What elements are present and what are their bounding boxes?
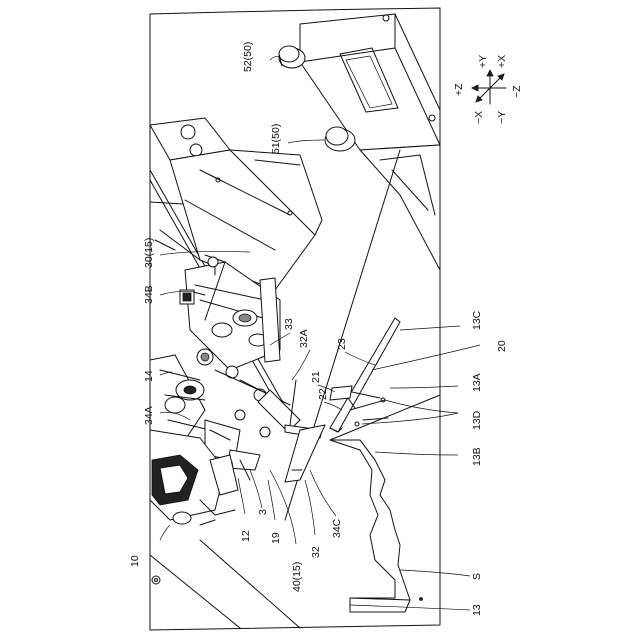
label-12: 12 [240, 530, 252, 542]
axis-label-minus-z: −Z [511, 85, 523, 98]
label-13b: 13B [471, 447, 483, 466]
label-3: 3 [257, 509, 269, 515]
axes-indicator: +Z +Y +X −X −Y −Z [453, 55, 523, 124]
label-10: 10 [129, 555, 141, 567]
label-34b: 34B [143, 285, 155, 304]
control-box [300, 14, 440, 270]
label-13: 13 [471, 604, 483, 616]
label-34a: 34A [143, 406, 155, 425]
label-23: 23 [336, 338, 348, 350]
label-20: 20 [496, 340, 508, 352]
axis-label-minus-y: −Y [496, 111, 508, 124]
label-21: 21 [310, 371, 322, 383]
label-13c: 13C [471, 310, 483, 330]
axis-label-plus-y: +Y [477, 55, 489, 68]
label-22: 22 [317, 388, 329, 400]
label-33: 33 [283, 318, 295, 330]
label-52-50: 52(50) [242, 42, 254, 72]
label-30-15: 30(15) [143, 238, 155, 268]
guide-plate-20 [330, 318, 400, 432]
label-19: 19 [270, 532, 282, 544]
label-34c: 34C [331, 518, 343, 538]
label-s: S [471, 573, 483, 580]
label-13d: 13D [471, 410, 483, 430]
folding-guide-13 [330, 440, 423, 612]
axis-label-plus-x: +X [496, 55, 508, 68]
label-32a: 32A [298, 329, 310, 348]
axis-label-minus-x: −X [473, 111, 485, 124]
label-13a: 13A [471, 373, 483, 392]
label-32: 32 [310, 546, 322, 558]
label-40-15: 40(15) [291, 562, 303, 592]
label-14: 14 [143, 370, 155, 382]
label-51-50: 51(50) [270, 124, 282, 154]
axis-label-plus-z: +Z [453, 83, 465, 96]
